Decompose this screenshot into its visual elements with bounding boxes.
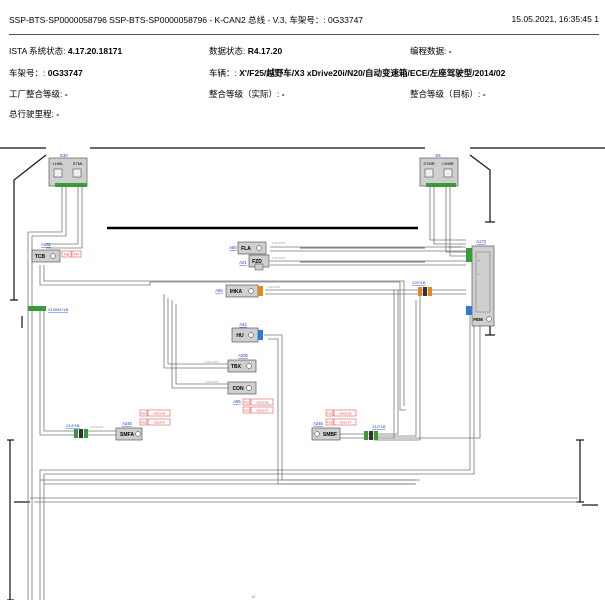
vehicle-outline (0, 147, 605, 600)
module-id: A245 (122, 421, 132, 426)
module-status-icon (314, 431, 320, 437)
connector-label: X14*1B (66, 423, 80, 428)
module-label: LHML (53, 161, 64, 166)
target-level: 整合等级（目标）: - (410, 89, 486, 99)
connector-x12[interactable]: X12*1B (364, 424, 386, 440)
connector-label: X22*1B (412, 280, 426, 285)
fuse-tag: F3x (64, 253, 70, 257)
connector-x14[interactable]: X14*1B (66, 423, 88, 438)
module-a85[interactable]: CON A85 F16 >3013-06 F16 >3013-07 (227, 381, 274, 414)
svg-text:+: + (477, 258, 480, 263)
page-header: SSP-BTS-SP0000058796 SSP-BTS-SP000005879… (9, 14, 599, 28)
timestamp: 15.05.2021, 16:35:45 1 (511, 14, 599, 24)
fuse-tag: >3013-07 (256, 409, 269, 413)
module-a42[interactable]: A42 HU (231, 322, 263, 343)
module-status-icon (248, 332, 254, 338)
module-status-icon (135, 431, 141, 437)
fuse-tag: >3013-06 (256, 401, 269, 405)
module-label: FEM (473, 317, 483, 322)
ista-status: ISTA 系统状态: 4.17.20.18171 (9, 46, 123, 56)
fuse-tag: F16 (141, 421, 147, 425)
fuse-tag: >3013-06 (153, 412, 166, 416)
module-id: A200 (238, 353, 248, 358)
module-a21[interactable]: A21 FZD (239, 254, 270, 271)
factory-level: 工厂整合等级: - (9, 89, 68, 99)
module-label: SMFA (120, 432, 134, 438)
module-id: A231 (41, 242, 51, 247)
module-label: HU (236, 333, 244, 339)
connector-label: X12*1B (372, 424, 386, 429)
svg-text:0.35 GN/RT: 0.35 GN/RT (267, 286, 281, 289)
programming-data: 编程数据: - (410, 46, 452, 56)
module-id: E30 (60, 153, 68, 158)
module-label: SMBF (323, 432, 337, 438)
module-status-icon (50, 253, 56, 259)
module-label: FLA (241, 246, 251, 252)
module-id: E5 (435, 153, 441, 158)
svg-text:0.35 GN/RT: 0.35 GN/RT (90, 426, 104, 429)
fuse-tag: F16 (244, 409, 250, 413)
svg-text:0.35 GN/RT: 0.35 GN/RT (272, 257, 286, 260)
fuse-tag: F16 (327, 421, 333, 425)
module-label: STML (73, 161, 84, 166)
module-label: TBX (231, 364, 242, 370)
connector-label: X13061*1B (48, 307, 69, 312)
module-label: STMR (423, 161, 434, 166)
module-id: A85 (233, 399, 241, 404)
module-status-icon (248, 288, 254, 294)
module-a173[interactable]: A173 + − FEM (466, 239, 495, 327)
fuse-tag: F16 (141, 412, 147, 416)
module-e30[interactable]: E30 LHML STML (48, 153, 88, 187)
module-a60[interactable]: A60 FLA (229, 241, 267, 255)
fuse-tag: F47 (73, 253, 79, 257)
module-id: A65 (215, 288, 223, 293)
module-a245[interactable]: A245 SMFA F16 >3013-06 F16 >3013-07 (115, 409, 171, 441)
fuse-tag: >3013-07 (339, 421, 352, 425)
module-a231[interactable]: A231 TCB F3x F47 (31, 242, 82, 263)
module-status-icon (246, 385, 252, 391)
actual-level: 整合等级（实际）: - (209, 89, 285, 99)
svg-text:0.35 GN/RT: 0.35 GN/RT (205, 361, 219, 364)
vin-field: 车架号：: 0G33747 (9, 68, 83, 78)
svg-text:0.35 GN/RT: 0.35 GN/RT (205, 381, 219, 384)
svg-text:0.35 GN/RT: 0.35 GN/RT (448, 246, 462, 249)
fuse-tag: F16 (244, 401, 250, 405)
svg-text:0.35 GN/RT: 0.35 GN/RT (272, 242, 286, 245)
fuse-tag: >3013-07 (153, 421, 166, 425)
module-label: FZD (252, 259, 262, 265)
connector-x13061[interactable]: X13061*1B (28, 306, 69, 312)
bus-wires (27, 187, 578, 600)
module-label: LHMR (442, 161, 453, 166)
module-label: CON (232, 386, 244, 392)
module-id: A246 (313, 421, 323, 426)
module-id: A173 (476, 239, 486, 244)
module-a200[interactable]: A200 TBX (227, 353, 257, 373)
svg-text:−: − (477, 272, 480, 277)
fuse-tag: >3013-06 (339, 412, 352, 416)
module-label: IHKA (230, 289, 243, 295)
data-status: 数据状态: R4.17.20 (209, 46, 283, 56)
module-id: A42 (239, 322, 247, 327)
module-a65[interactable]: A65 IHKA (215, 284, 263, 298)
header-divider (9, 34, 599, 35)
fuse-tag: F16 (327, 412, 333, 416)
module-e5[interactable]: E5 STMR LHMR (419, 153, 459, 187)
module-a246[interactable]: A246 SMBF F16 >3013-06 F16 >3013-07 (311, 409, 357, 441)
module-id: A21 (239, 260, 247, 265)
module-status-icon (256, 245, 262, 251)
module-label: TCB (35, 254, 46, 260)
module-status-icon (486, 316, 492, 322)
module-status-icon (246, 363, 252, 369)
document-title: SSP-BTS-SP0000058796 SSP-BTS-SP000005879… (9, 15, 364, 25)
mileage-field: 总行驶里程: - (9, 109, 60, 119)
vehicle-field: 车辆：: X'/F25/越野车/X3 xDrive20i/N20/自动变速箱/E… (209, 68, 506, 78)
page-number: 1 (594, 14, 599, 24)
module-id: A60 (229, 245, 237, 250)
connector-x22[interactable]: X22*1B (412, 280, 432, 296)
footer-mark: /// (252, 594, 256, 599)
